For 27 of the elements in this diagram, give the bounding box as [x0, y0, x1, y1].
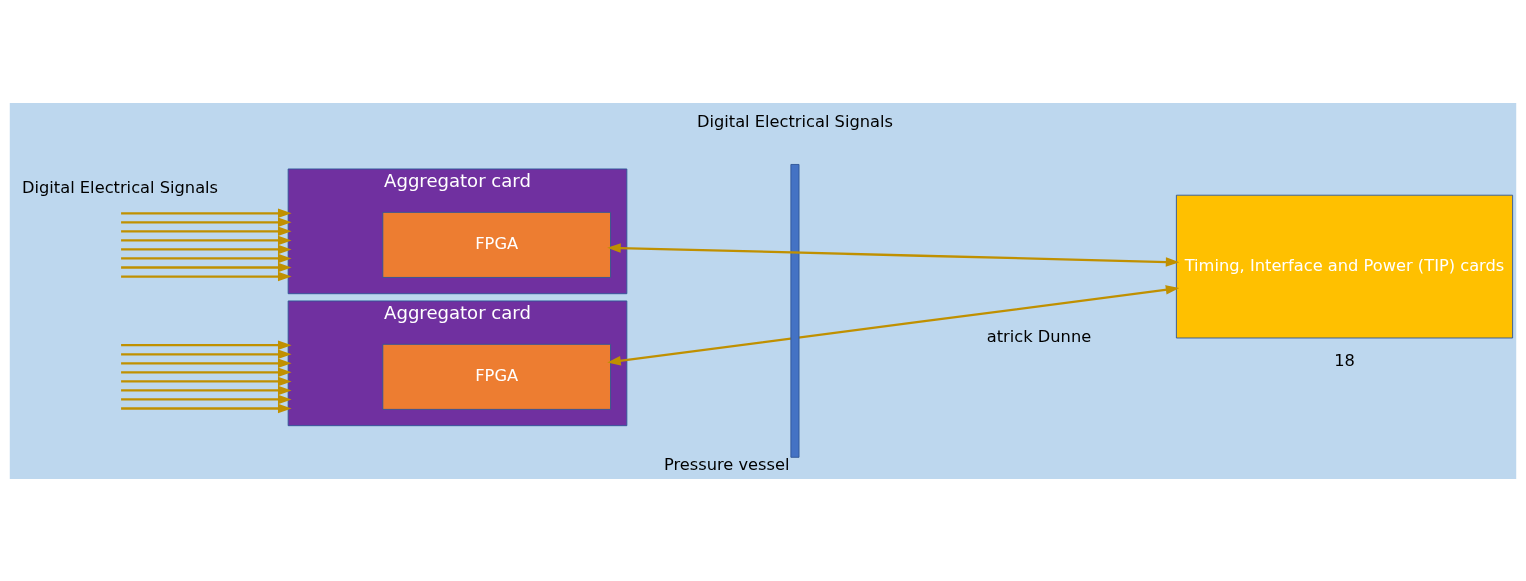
arrow: [607, 284, 1180, 365]
arrow: [121, 339, 292, 359]
arrow: [121, 339, 292, 368]
label: atrick Dunne: [986, 326, 1092, 346]
arrow: [121, 208, 292, 236]
arrow: [121, 367, 292, 395]
label: Digital Electrical Signals: [21, 177, 219, 197]
arrow: [121, 262, 292, 281]
node-box: FPGA: [382, 211, 612, 278]
arrow: [121, 376, 292, 404]
arrow: [121, 394, 292, 413]
arrow: [121, 217, 292, 245]
node-box: Timing, Interface and Power (TIP) cards: [1175, 194, 1514, 338]
arrow: [121, 226, 292, 254]
arrow: [121, 253, 292, 281]
arrow: [121, 358, 292, 386]
arrow: [121, 244, 292, 272]
label: Digital Electrical Signals: [696, 111, 894, 131]
node-bar: [790, 163, 800, 458]
arrow: [121, 385, 292, 413]
arrow: [121, 235, 292, 263]
label: 18: [1334, 350, 1355, 370]
node-box: FPGA: [382, 343, 612, 410]
arrow: [607, 242, 1180, 267]
arrow: [121, 208, 292, 227]
arrow: [121, 349, 292, 377]
node-label: Pressure vessel: [663, 454, 790, 474]
